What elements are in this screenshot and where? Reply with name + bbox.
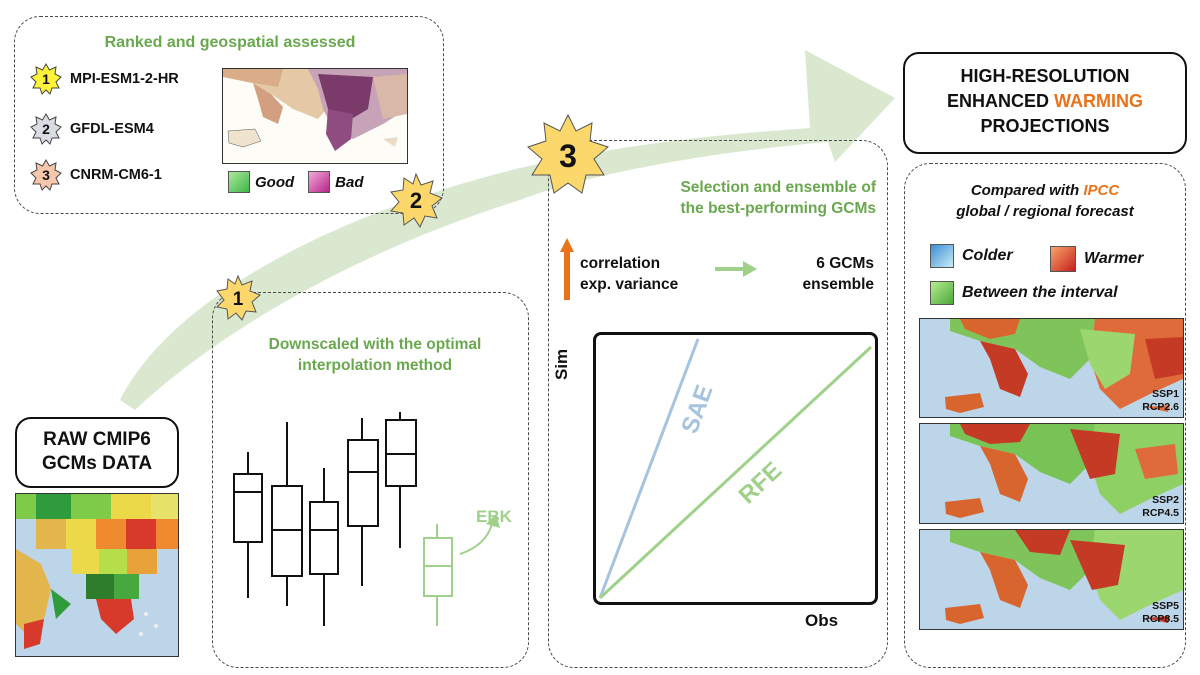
sim-obs-plot: SAE RFE	[593, 332, 878, 605]
svg-text:1: 1	[233, 289, 244, 310]
colder-label: Colder	[962, 247, 1013, 264]
step-3-panel	[548, 140, 888, 668]
output-line1: HIGH-RESOLUTION	[960, 66, 1130, 86]
rank-item-3: 3 CNRM-CM6-1	[30, 159, 162, 191]
step-1-title-line2: interpolation method	[297, 357, 453, 374]
x-axis-label: Obs	[805, 611, 839, 630]
step-3-badge: 3	[527, 113, 609, 194]
metric-labels: correlation exp. variance	[580, 253, 678, 295]
y-axis-label: Sim	[552, 348, 571, 380]
legend-good: Good	[255, 173, 295, 191]
step-1-title-line1: Downscaled with the optimal	[268, 336, 482, 353]
comparison-panel	[904, 163, 1186, 668]
ranking-map	[222, 68, 408, 164]
ensemble-labels: 6 GCMs ensemble	[752, 253, 874, 295]
right-arrow-icon	[715, 261, 757, 277]
ranking-title: Ranked and geospatial assessed	[104, 34, 356, 51]
colder-swatch	[930, 244, 954, 268]
output-line3: PROJECTIONS	[980, 116, 1110, 136]
legend-between: Between the interval	[930, 281, 1118, 305]
ranking-legend: Good Bad	[228, 171, 364, 193]
boxplot-illustration: EBK	[233, 412, 513, 626]
ensemble-count: 6 GCMs	[816, 255, 874, 272]
step-1-badge: 1	[215, 274, 261, 321]
comparison-title: Compared with IPCC global / regional for…	[910, 180, 1180, 222]
raw-data-box: RAW CMIP6 GCMs DATA	[15, 417, 179, 488]
rcp-label: RCP2.6	[1142, 401, 1179, 413]
metric-correlation: correlation	[580, 255, 661, 272]
legend-colder: Colder	[930, 244, 1013, 268]
rank-name: CNRM-CM6-1	[70, 167, 162, 183]
legend-warmer: Warmer	[1050, 246, 1143, 272]
output-line2-prefix: ENHANCED	[946, 91, 1054, 111]
output-line2: ENHANCED WARMING	[905, 89, 1185, 114]
raw-gcm-map	[15, 493, 179, 657]
warmer-swatch	[1050, 246, 1076, 272]
rcp-label: RCP4.5	[1142, 507, 1179, 519]
step-3-title: Selection and ensemble of the best-perfo…	[596, 177, 876, 219]
svg-text:1: 1	[42, 71, 50, 87]
svg-text:2: 2	[42, 121, 50, 137]
comparison-ipcc: IPCC	[1083, 182, 1120, 199]
ebk-label: EBK	[476, 507, 513, 526]
rank-item-1: 1 MPI-ESM1-2-HR	[30, 63, 179, 95]
step-3-title-line1: Selection and ensemble of	[680, 179, 876, 196]
comparison-title-line1: Compared with IPCC	[910, 180, 1180, 201]
sae-label: SAE	[676, 381, 718, 437]
ssp-label: SSP1	[1152, 388, 1179, 400]
step-3-title-line2: the best-performing GCMs	[680, 200, 876, 217]
increase-arrow-icon	[560, 238, 574, 300]
step-2-badge: 2	[390, 172, 443, 228]
badge-star-icon: 3	[30, 159, 62, 191]
rank-name: MPI-ESM1-2-HR	[70, 71, 179, 87]
ensemble-label: ensemble	[802, 276, 874, 293]
rank-item-2: 2 GFDL-ESM4	[30, 113, 154, 145]
badge-star-icon: 2	[30, 113, 62, 145]
between-label: Between the interval	[962, 284, 1118, 301]
ssp-label: SSP5	[1152, 600, 1179, 612]
ranking-panel	[14, 16, 444, 214]
raw-data-line1: RAW CMIP6	[43, 429, 151, 450]
comparison-title-line2: global / regional forecast	[956, 203, 1134, 220]
svg-text:2: 2	[410, 188, 422, 213]
badge-star-icon: 1	[30, 63, 62, 95]
output-warming: WARMING	[1054, 91, 1143, 111]
rcp-label: RCP8.5	[1142, 613, 1179, 625]
ssp-label: SSP2	[1152, 494, 1179, 506]
rank-name: GFDL-ESM4	[70, 121, 154, 137]
between-swatch	[930, 281, 954, 305]
step-1-title: Downscaled with the optimal interpolatio…	[225, 334, 525, 376]
bad-swatch	[308, 171, 331, 193]
output-box: HIGH-RESOLUTION ENHANCED WARMING PROJECT…	[903, 52, 1187, 154]
legend-bad: Bad	[335, 173, 364, 191]
raw-data-line2: GCMs DATA	[41, 453, 153, 474]
comparison-prefix: Compared with	[970, 182, 1084, 199]
svg-text:3: 3	[559, 138, 577, 174]
warmer-label: Warmer	[1084, 250, 1144, 267]
metric-exp-variance: exp. variance	[580, 276, 679, 293]
step-1-panel	[212, 292, 529, 668]
svg-text:3: 3	[42, 167, 50, 183]
good-swatch	[228, 171, 250, 193]
